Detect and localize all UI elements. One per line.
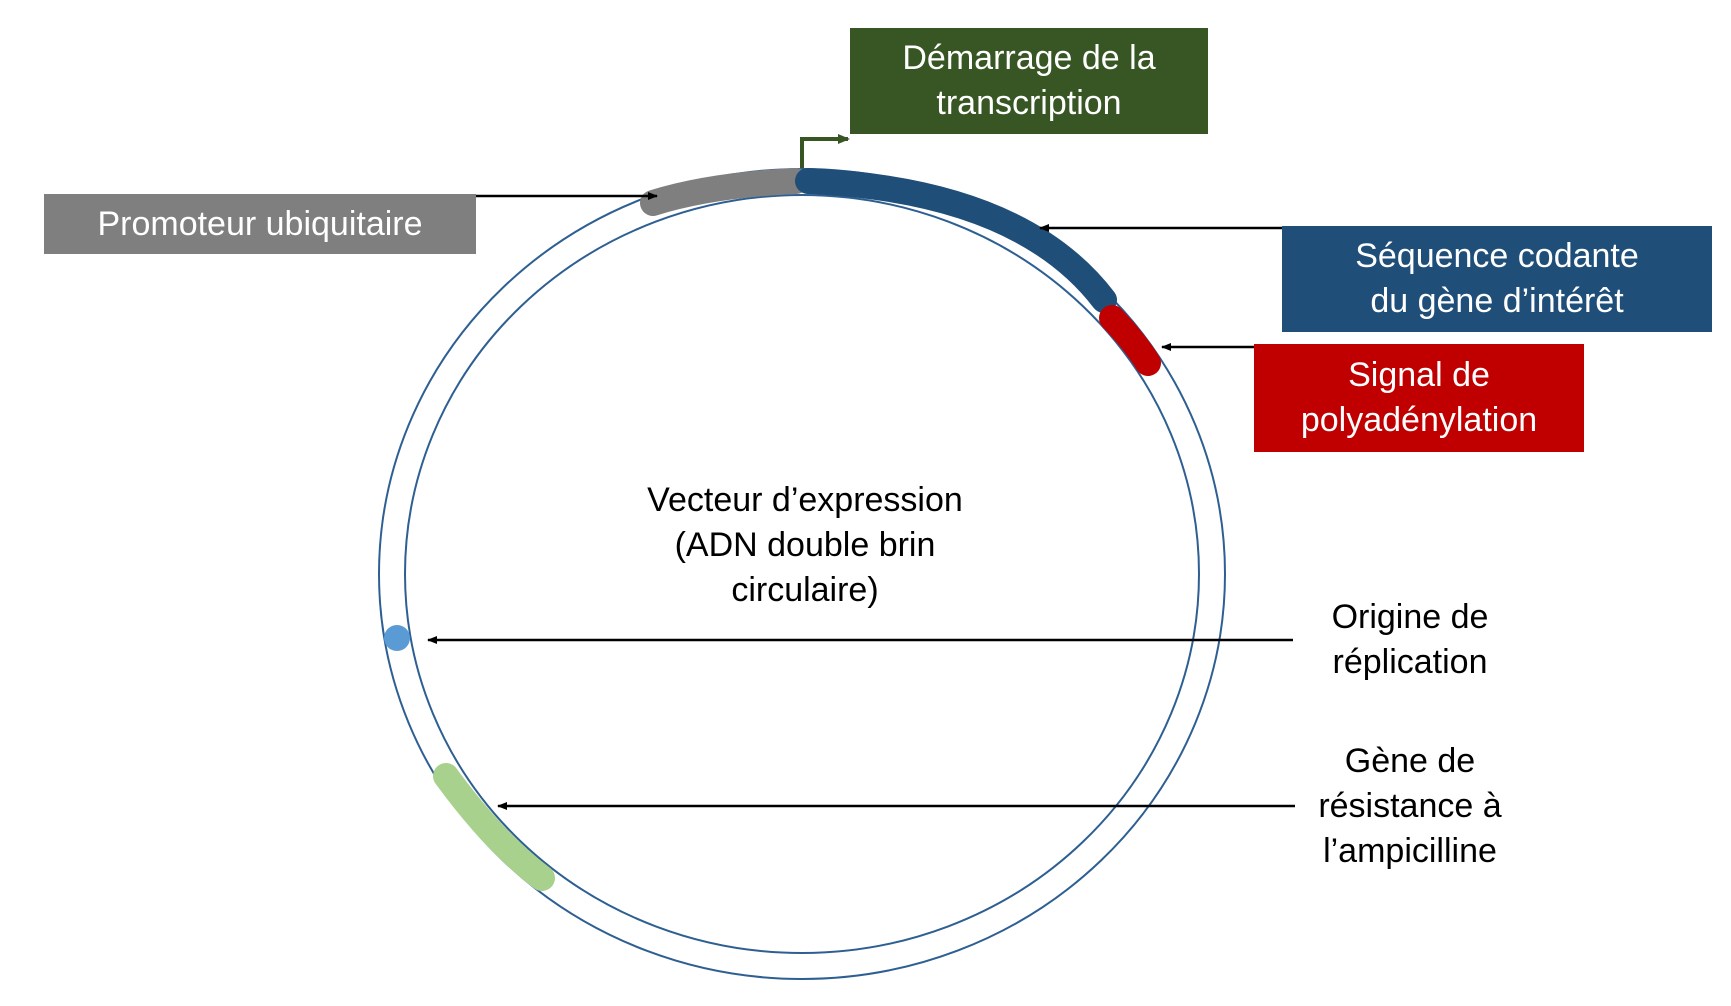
origine-label-line1: Origine de xyxy=(1331,598,1489,636)
signal-label-line2: polyadénylation xyxy=(1300,401,1538,439)
gene-resistance-label-line2: résistance à xyxy=(1318,786,1502,825)
sequence-box-bg xyxy=(1282,226,1712,332)
sequence-label-line1: Séquence codante xyxy=(1355,237,1639,275)
demarrage-box-bg xyxy=(850,28,1208,134)
origine-label: Origine de réplication xyxy=(1270,595,1550,685)
transcription-start-arrow xyxy=(800,134,850,168)
promoteur-segment xyxy=(640,168,809,216)
demarrage-label-line2: transcription xyxy=(936,84,1122,122)
plasmid-inner-ring xyxy=(404,194,1200,954)
gene-resistance-label-line3: l’ampicilline xyxy=(1323,831,1497,870)
gene-resistance-label: Gène de résistance à l’ampicilline xyxy=(1260,738,1560,874)
signal-box-bg xyxy=(1254,344,1584,452)
gene-resistance-segment xyxy=(433,763,555,891)
plasmid-outer-ring xyxy=(378,168,1226,980)
signal-label-line1: Signal de xyxy=(1348,356,1490,394)
promoteur-label-line1: Promoteur ubiquitaire xyxy=(97,204,423,243)
vecteur-label-line2: (ADN double brin xyxy=(674,525,936,564)
demarrage-label-line1: Démarrage de la xyxy=(902,39,1156,77)
vecteur-label: Vecteur d’expression (ADN double brin ci… xyxy=(580,477,1030,613)
sequence-segment xyxy=(795,168,1117,313)
sequence-label: Séquence codante du gène d’intérêt xyxy=(1282,226,1712,332)
demarrage-label: Démarrage de la transcription xyxy=(850,28,1208,134)
sequence-label-line2: du gène d’intérêt xyxy=(1370,282,1624,320)
origine-label-line2: réplication xyxy=(1332,643,1488,681)
promoteur-label: Promoteur ubiquitaire xyxy=(44,194,476,254)
signal-segment xyxy=(1099,305,1161,376)
gene-resistance-label-line1: Gène de xyxy=(1344,741,1476,780)
vecteur-label-line3: circulaire) xyxy=(731,570,879,609)
origine-dot xyxy=(384,625,410,651)
vecteur-label-line1: Vecteur d’expression xyxy=(647,480,963,519)
promoteur-box-bg xyxy=(44,194,476,254)
signal-label: Signal de polyadénylation xyxy=(1254,344,1584,452)
